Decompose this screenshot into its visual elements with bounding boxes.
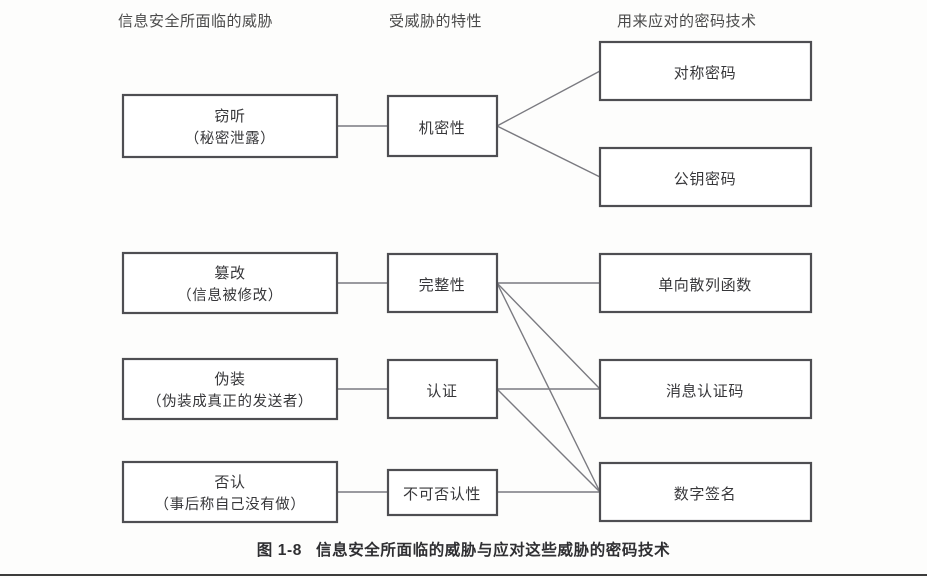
link-confidentiality-publickey — [496, 125, 601, 178]
threat-subtitle-spoofing: （伪装成真正的发送者） — [147, 392, 313, 410]
technology-node-hash-function[interactable]: 单向散列函数 — [598, 252, 813, 314]
property-label-authentication: 认证 — [426, 383, 457, 400]
property-node-integrity[interactable]: 完整性 — [386, 252, 499, 314]
page-bottom-rule — [0, 574, 927, 576]
technology-label-hash-function: 单向散列函数 — [658, 277, 752, 294]
threat-title-tampering: 篡改 — [214, 265, 245, 282]
threat-title-eavesdropping: 窃听 — [214, 108, 245, 125]
threat-subtitle-repudiation: （事后称自己没有做） — [155, 496, 306, 513]
threat-node-spoofing[interactable]: 伪装 （伪装成真正的发送者） — [121, 357, 339, 421]
figure-caption: 图 1-8 信息安全所面临的威胁与应对这些威胁的密码技术 — [0, 538, 927, 560]
property-label-nonrepudiation: 不可否认性 — [403, 486, 481, 503]
link-integrity-signature — [496, 282, 601, 493]
threat-title-spoofing: 伪装 — [214, 371, 245, 388]
threat-title-repudiation: 否认 — [214, 474, 245, 491]
technology-label-digital-signature: 数字签名 — [674, 486, 736, 503]
figure-caption-text: 信息安全所面临的威胁与应对这些威胁的密码技术 — [316, 542, 671, 559]
technology-node-public-key-cipher[interactable]: 公钥密码 — [598, 146, 813, 208]
technology-label-public-key-cipher: 公钥密码 — [674, 171, 736, 188]
column-header-threats: 信息安全所面临的威胁 — [118, 13, 274, 30]
technology-label-message-auth-code: 消息认证码 — [666, 383, 744, 400]
technology-node-message-auth-code[interactable]: 消息认证码 — [598, 358, 813, 420]
property-label-confidentiality: 机密性 — [419, 120, 466, 137]
threat-node-eavesdropping[interactable]: 窃听 （秘密泄露） — [121, 93, 339, 159]
property-label-integrity: 完整性 — [419, 277, 466, 294]
column-header-properties: 受威胁的特性 — [389, 13, 483, 30]
technology-node-digital-signature[interactable]: 数字签名 — [598, 461, 813, 523]
link-confidentiality-symmetric — [496, 70, 601, 127]
figure-number: 图 1-8 — [256, 542, 302, 559]
connector-lines — [337, 70, 601, 493]
threat-subtitle-eavesdropping: （秘密泄露） — [185, 130, 276, 147]
threat-node-tampering[interactable]: 篡改 （信息被修改） — [121, 251, 339, 315]
link-authentication-signature — [496, 388, 601, 493]
threat-subtitle-tampering: （信息被修改） — [177, 287, 283, 304]
link-integrity-mac — [496, 282, 601, 390]
column-header-technologies: 用来应对的密码技术 — [617, 13, 757, 30]
technology-node-symmetric-cipher[interactable]: 对称密码 — [598, 40, 813, 102]
property-node-authentication[interactable]: 认证 — [386, 358, 499, 420]
property-node-confidentiality[interactable]: 机密性 — [386, 94, 499, 158]
property-node-nonrepudiation[interactable]: 不可否认性 — [386, 468, 499, 517]
technology-label-symmetric-cipher: 对称密码 — [674, 65, 736, 82]
threat-node-repudiation[interactable]: 否认 （事后称自己没有做） — [121, 460, 339, 524]
